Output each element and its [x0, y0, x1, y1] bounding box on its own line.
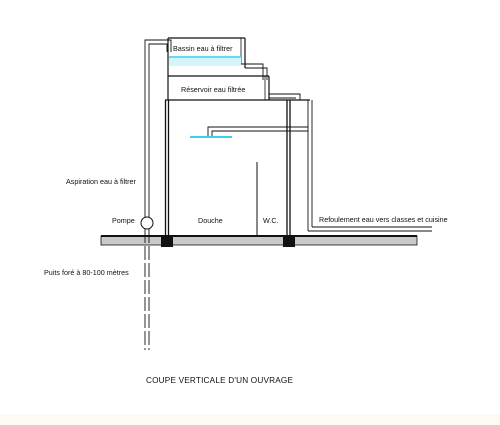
aspiration-pipe [144, 39, 172, 218]
bassin-water [169, 56, 241, 66]
label-bassin: Bassin eau à filtrer [173, 44, 233, 53]
bassin-box [167, 37, 246, 76]
distribution-pipe [269, 93, 432, 232]
well-pipe [144, 229, 150, 350]
building-walls [164, 99, 310, 236]
bottom-band [0, 414, 500, 425]
label-douche: Douche [198, 216, 223, 225]
foundation-block-left [161, 235, 173, 247]
overflow-pipe [241, 63, 268, 80]
label-refoulement: Refoulement eau vers classes et cuisine [319, 215, 448, 224]
label-wc: W.C. [263, 216, 279, 225]
label-pompe: Pompe [112, 216, 135, 225]
shower-pipe [207, 126, 308, 136]
label-reservoir: Réservoir eau filtrée [181, 85, 245, 94]
pump-icon [140, 216, 154, 230]
label-aspiration: Aspiration eau à filtrer [66, 177, 137, 186]
ground-slab [100, 235, 418, 246]
diagram-caption: COUPE VERTICALE D'UN OUVRAGE [146, 376, 293, 385]
reservoir-box [167, 75, 270, 100]
foundation-block-right [283, 235, 295, 247]
label-puits: Puits foré à 80-100 mètres [44, 268, 129, 277]
